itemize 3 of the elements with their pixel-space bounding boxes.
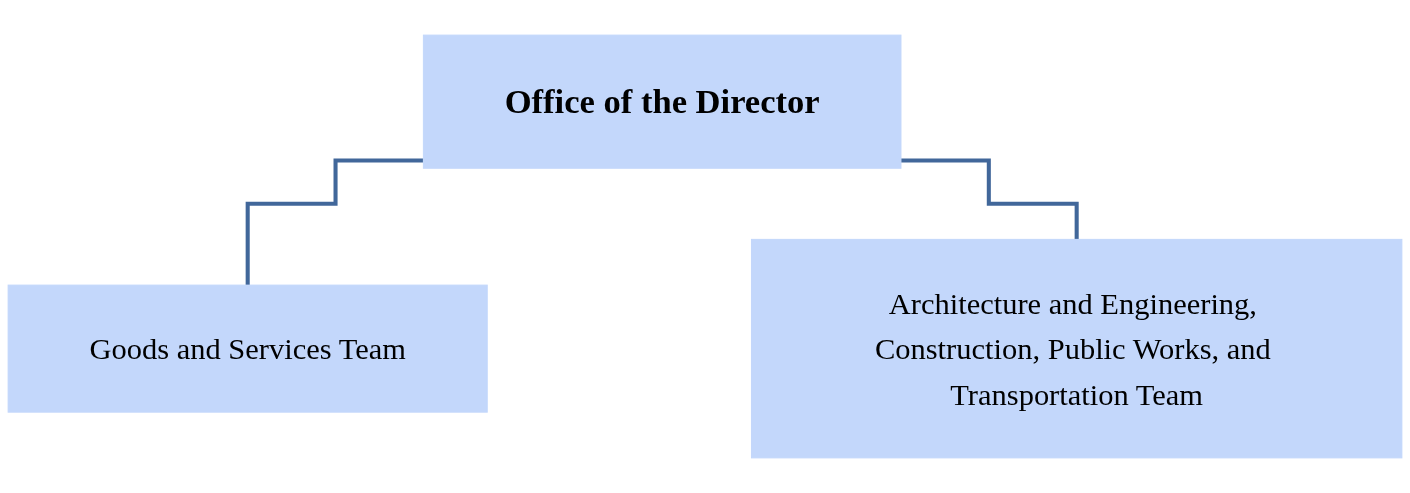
node-box: Architecture and Engineering, Construction, Public Works, and Transportation Team bbox=[750, 238, 1403, 459]
node-box: Goods and Services Team bbox=[7, 284, 488, 413]
node-box: Office of the Director bbox=[422, 34, 902, 169]
